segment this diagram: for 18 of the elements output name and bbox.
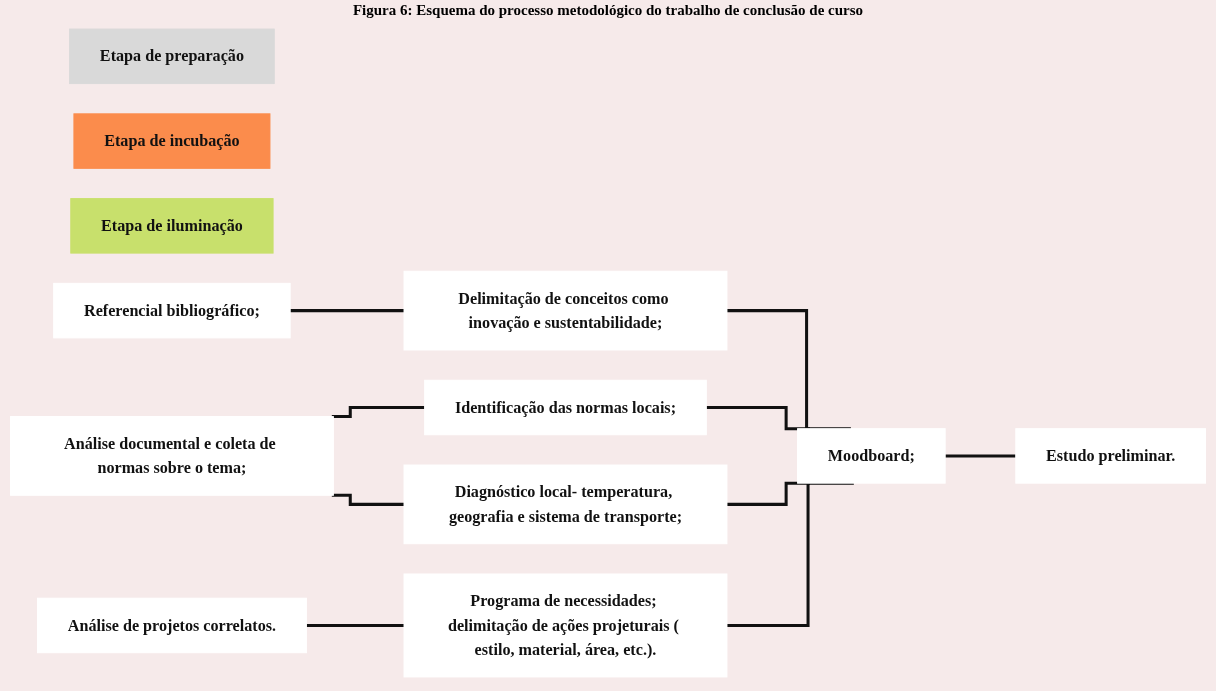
connector <box>306 623 404 627</box>
connector <box>945 454 1016 458</box>
node-box: Diagnóstico local- temperatura, geografia e sistema de transporte; <box>403 464 728 545</box>
node-box: Delimitação de conceitos como inovação e sustentabilidade; <box>403 270 728 351</box>
node-box: Etapa de preparação <box>69 28 275 85</box>
figure-title: Figura 6: Esquema do processo metodológico do trabalho de conclusão de curso <box>351 2 865 19</box>
node-box: Etapa de incubação <box>73 113 271 169</box>
node-box: Análise de projetos correlatos. <box>36 597 307 654</box>
node-box: Análise documental e coleta de normas sobre o tema; <box>9 416 334 496</box>
connector <box>331 405 425 419</box>
connector <box>331 493 404 506</box>
node-box: Moodboard; <box>797 428 946 484</box>
connector <box>290 309 404 313</box>
node-box: Identificação das normas locais; <box>424 379 707 436</box>
node-box: Estudo preliminar. <box>1015 428 1207 484</box>
node-box: Programa de necessidades; delimitação de ações projeturais ( estilo, material, área, etc.). <box>403 573 728 678</box>
node-box: Referencial bibliográfico; <box>53 282 291 339</box>
node-box: Etapa de iluminação <box>70 198 274 254</box>
